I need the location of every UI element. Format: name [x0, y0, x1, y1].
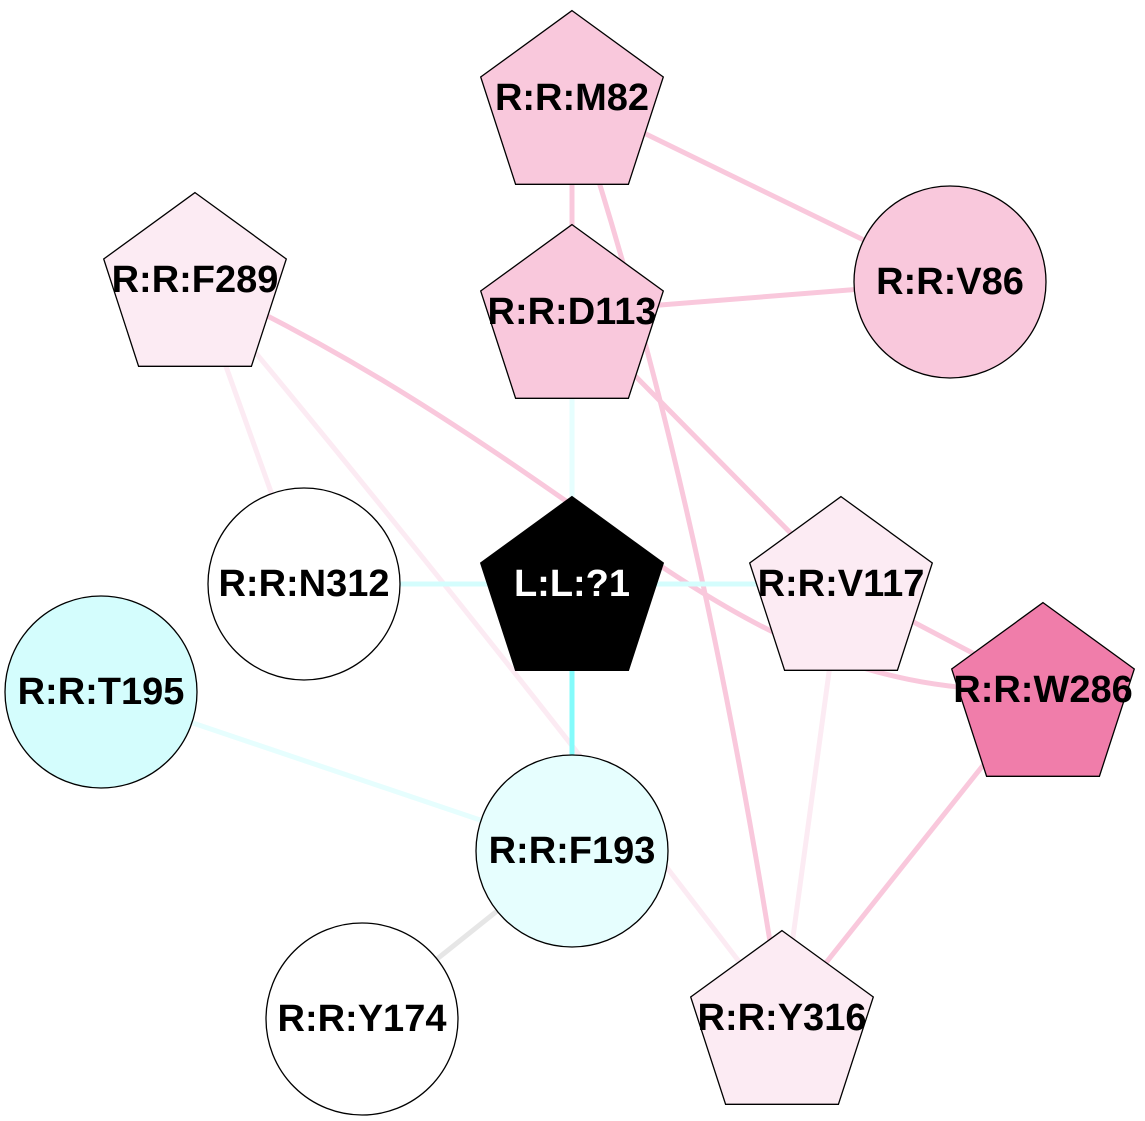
node-v86[interactable]: R:R:V86: [853, 185, 1047, 379]
node-w286[interactable]: R:R:W286: [950, 601, 1136, 777]
circle-node-shape: [4, 595, 198, 789]
node-y316[interactable]: R:R:Y316: [689, 929, 875, 1105]
node-label: R:R:F193: [489, 830, 656, 872]
node-label: L:L:?1: [514, 563, 630, 605]
edge-m82-y316: [569, 97, 785, 1019]
node-v117[interactable]: R:R:V117: [748, 495, 934, 671]
node-label: R:R:V117: [758, 563, 925, 605]
node-label: R:R:V86: [876, 261, 1024, 303]
node-label: R:R:D113: [488, 291, 657, 333]
node-label: R:R:W286: [953, 669, 1132, 711]
node-label: R:R:F289: [112, 259, 279, 301]
pentagon-node-shape: [102, 191, 288, 367]
node-label: R:R:Y316: [698, 997, 867, 1039]
node-t195[interactable]: R:R:T195: [4, 595, 198, 789]
node-lig[interactable]: L:L:?1: [479, 495, 665, 671]
circle-node-shape: [265, 922, 459, 1116]
pentagon-node-shape: [479, 9, 665, 185]
circle-node-shape: [475, 754, 669, 948]
pentagon-node-shape: [479, 223, 665, 399]
circle-node-shape: [853, 185, 1047, 379]
node-label: R:R:Y174: [278, 998, 447, 1040]
node-label: R:R:M82: [495, 77, 649, 119]
node-d113[interactable]: R:R:D113: [479, 223, 665, 399]
circle-node-shape: [207, 487, 401, 681]
pentagon-node-shape: [479, 495, 665, 671]
pentagon-node-shape: [950, 601, 1136, 777]
node-n312[interactable]: R:R:N312: [207, 487, 401, 681]
pentagon-node-shape: [689, 929, 875, 1105]
node-label: R:R:T195: [18, 671, 185, 713]
node-f193[interactable]: R:R:F193: [475, 754, 669, 948]
node-f289[interactable]: R:R:F289: [102, 191, 288, 367]
pentagon-node-shape: [748, 495, 934, 671]
node-m82[interactable]: R:R:M82: [479, 9, 665, 185]
node-y174[interactable]: R:R:Y174: [265, 922, 459, 1116]
node-label: R:R:N312: [218, 563, 389, 605]
edge-f289-y316: [193, 278, 784, 1020]
